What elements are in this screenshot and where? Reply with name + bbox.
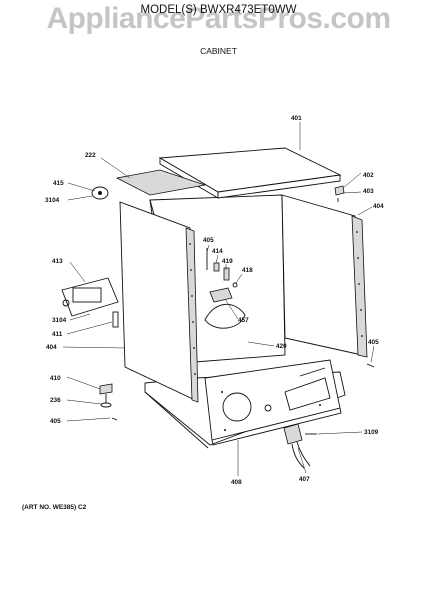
front-base-frame: [204, 359, 342, 446]
side-slot: [112, 311, 119, 328]
callout-405-right: 405: [368, 339, 379, 346]
callout-402: 402: [363, 172, 374, 179]
callout-407: 407: [299, 476, 310, 483]
callout-403: 403: [363, 188, 374, 195]
callout-415: 415: [53, 180, 64, 187]
vent-duct: [61, 277, 119, 317]
callout-410: 410: [50, 375, 61, 382]
model-title: MODEL(S) BWXR473ET0WW: [140, 4, 297, 16]
callout-418: 418: [242, 267, 253, 274]
callout-413: 413: [52, 258, 63, 265]
parts-402-403: [334, 185, 345, 202]
callout-3104-top: 3104: [45, 197, 60, 204]
callout-408: 408: [231, 479, 242, 486]
callout-3109: 3109: [364, 429, 379, 436]
section-title: CABINET: [200, 46, 237, 56]
leader-lines: [62, 122, 375, 476]
terminal-block: [283, 423, 311, 469]
callout-labels: 401 222 415 3104 402 403 404 405 414 419…: [45, 115, 384, 486]
screws-405: [111, 363, 375, 435]
callout-411: 411: [52, 331, 63, 338]
callout-457: 457: [238, 317, 249, 324]
callout-236: 236: [50, 397, 61, 404]
bracket-415: [91, 186, 109, 200]
top-cover: [158, 147, 342, 199]
art-number: (ART NO. WE385) C2: [22, 504, 87, 511]
rear-rail: [115, 169, 206, 196]
leveling-leg: [99, 383, 113, 408]
callout-3104-left: 3104: [52, 317, 67, 324]
flange-screw-holes: [189, 231, 363, 375]
cabinet-body: [112, 194, 368, 403]
callout-419: 419: [222, 258, 233, 265]
callout-405-mid: 405: [203, 237, 214, 244]
callout-405-left: 405: [50, 418, 61, 425]
callout-404-right: 404: [373, 203, 384, 210]
callout-401: 401: [291, 115, 302, 122]
callout-420: 420: [276, 343, 287, 350]
callout-414: 414: [212, 248, 223, 255]
small-parts-group: [206, 248, 238, 303]
watermark-text: AppliancePartsPros.com: [46, 2, 391, 35]
callout-222: 222: [85, 152, 96, 159]
callout-404-left: 404: [46, 344, 57, 351]
